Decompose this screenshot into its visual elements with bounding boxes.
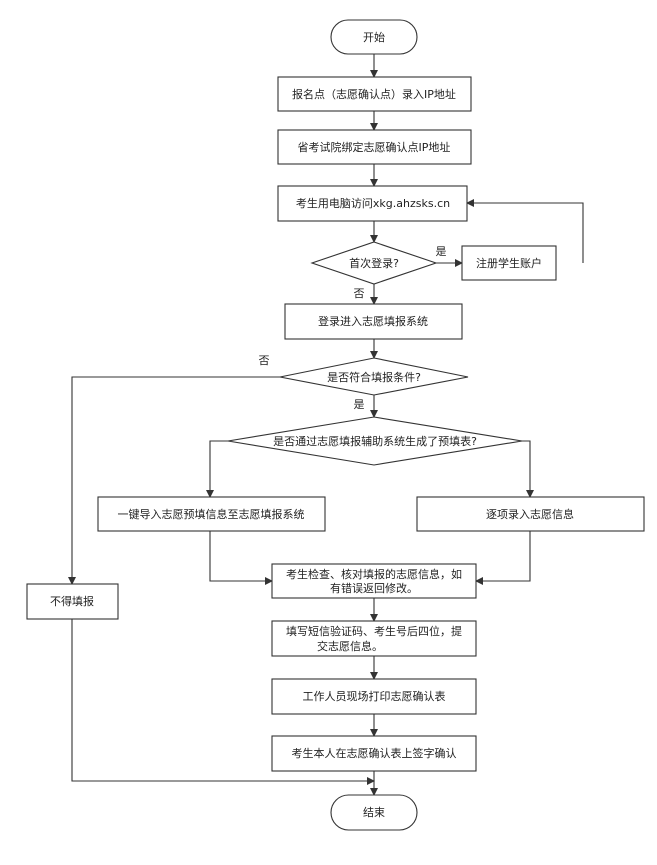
step-manual-entry-label: 逐项录入志愿信息 bbox=[486, 507, 574, 521]
decision-eligible: 是否符合填报条件? bbox=[279, 357, 469, 396]
step-sign-form: 考生本人在志愿确认表上签字确认 bbox=[271, 735, 477, 772]
decision-eligible-label: 是否符合填报条件? bbox=[327, 370, 421, 384]
step-submit-info: 填写短信验证码、考生号后四位，提 交志愿信息。 bbox=[271, 620, 477, 657]
end-terminal: 结束 bbox=[330, 794, 418, 831]
step-visit-site-label: 考生用电脑访问xkg.ahzsks.cn bbox=[296, 196, 450, 210]
edge-reject-end bbox=[71, 619, 375, 785]
step-import-prefill-label: 一键导入志愿预填信息至志愿填报系统 bbox=[118, 507, 305, 521]
edge-d3-left bbox=[206, 440, 228, 498]
step-sign-form-label: 考生本人在志愿确认表上签字确认 bbox=[292, 746, 457, 760]
step-check-info-line2: 有错误返回修改。 bbox=[330, 581, 418, 595]
step-manual-entry: 逐项录入志愿信息 bbox=[416, 496, 645, 532]
edge-d3-right bbox=[522, 440, 534, 498]
step-bind-ip-label: 省考试院绑定志愿确认点IP地址 bbox=[298, 140, 451, 154]
label-first-login-no: 否 bbox=[354, 287, 365, 300]
decision-prefill-label: 是否通过志愿填报辅助系统生成了预填表? bbox=[273, 434, 477, 448]
edges bbox=[68, 54, 584, 796]
step-login-system: 登录进入志愿填报系统 bbox=[284, 303, 463, 340]
step-check-info: 考生检查、核对填报的志愿信息，如 有错误返回修改。 bbox=[271, 563, 477, 599]
start-label: 开始 bbox=[363, 30, 385, 44]
decision-first-login-label: 首次登录? bbox=[349, 256, 399, 270]
step-not-allowed: 不得填报 bbox=[26, 583, 119, 620]
end-label: 结束 bbox=[363, 806, 385, 819]
step-print-form-label: 工作人员现场打印志愿确认表 bbox=[303, 689, 446, 703]
step-print-form: 工作人员现场打印志愿确认表 bbox=[271, 678, 477, 715]
edge-right-check bbox=[475, 531, 531, 585]
decision-first-login: 首次登录? bbox=[310, 241, 438, 285]
step-login-system-label: 登录进入志愿填报系统 bbox=[318, 314, 428, 328]
step-submit-info-line1: 填写短信验证码、考生号后四位，提 bbox=[286, 624, 462, 638]
decision-prefill: 是否通过志愿填报辅助系统生成了预填表? bbox=[227, 416, 523, 466]
step-import-prefill: 一键导入志愿预填信息至志愿填报系统 bbox=[97, 496, 326, 532]
label-eligible-no: 否 bbox=[259, 354, 270, 367]
edge-left-check bbox=[209, 531, 273, 585]
start-terminal: 开始 bbox=[330, 19, 418, 55]
label-eligible-yes: 是 bbox=[354, 398, 365, 411]
step-visit-site: 考生用电脑访问xkg.ahzsks.cn bbox=[277, 185, 468, 222]
edge-reg-n3 bbox=[466, 199, 584, 263]
step-not-allowed-label: 不得填报 bbox=[50, 594, 94, 608]
step-check-info-line1: 考生检查、核对填报的志愿信息，如 bbox=[286, 567, 462, 581]
edge-d2-reject bbox=[68, 376, 280, 585]
label-first-login-yes: 是 bbox=[436, 245, 447, 258]
step-create-account-label: 注册学生账户 bbox=[476, 256, 542, 270]
step-bind-ip: 省考试院绑定志愿确认点IP地址 bbox=[277, 129, 472, 165]
step-register-ip: 报名点（志愿确认点）录入IP地址 bbox=[277, 76, 472, 112]
step-create-account: 注册学生账户 bbox=[461, 245, 557, 281]
step-register-ip-label: 报名点（志愿确认点）录入IP地址 bbox=[292, 87, 456, 101]
step-submit-info-line2: 交志愿信息。 bbox=[317, 639, 383, 653]
